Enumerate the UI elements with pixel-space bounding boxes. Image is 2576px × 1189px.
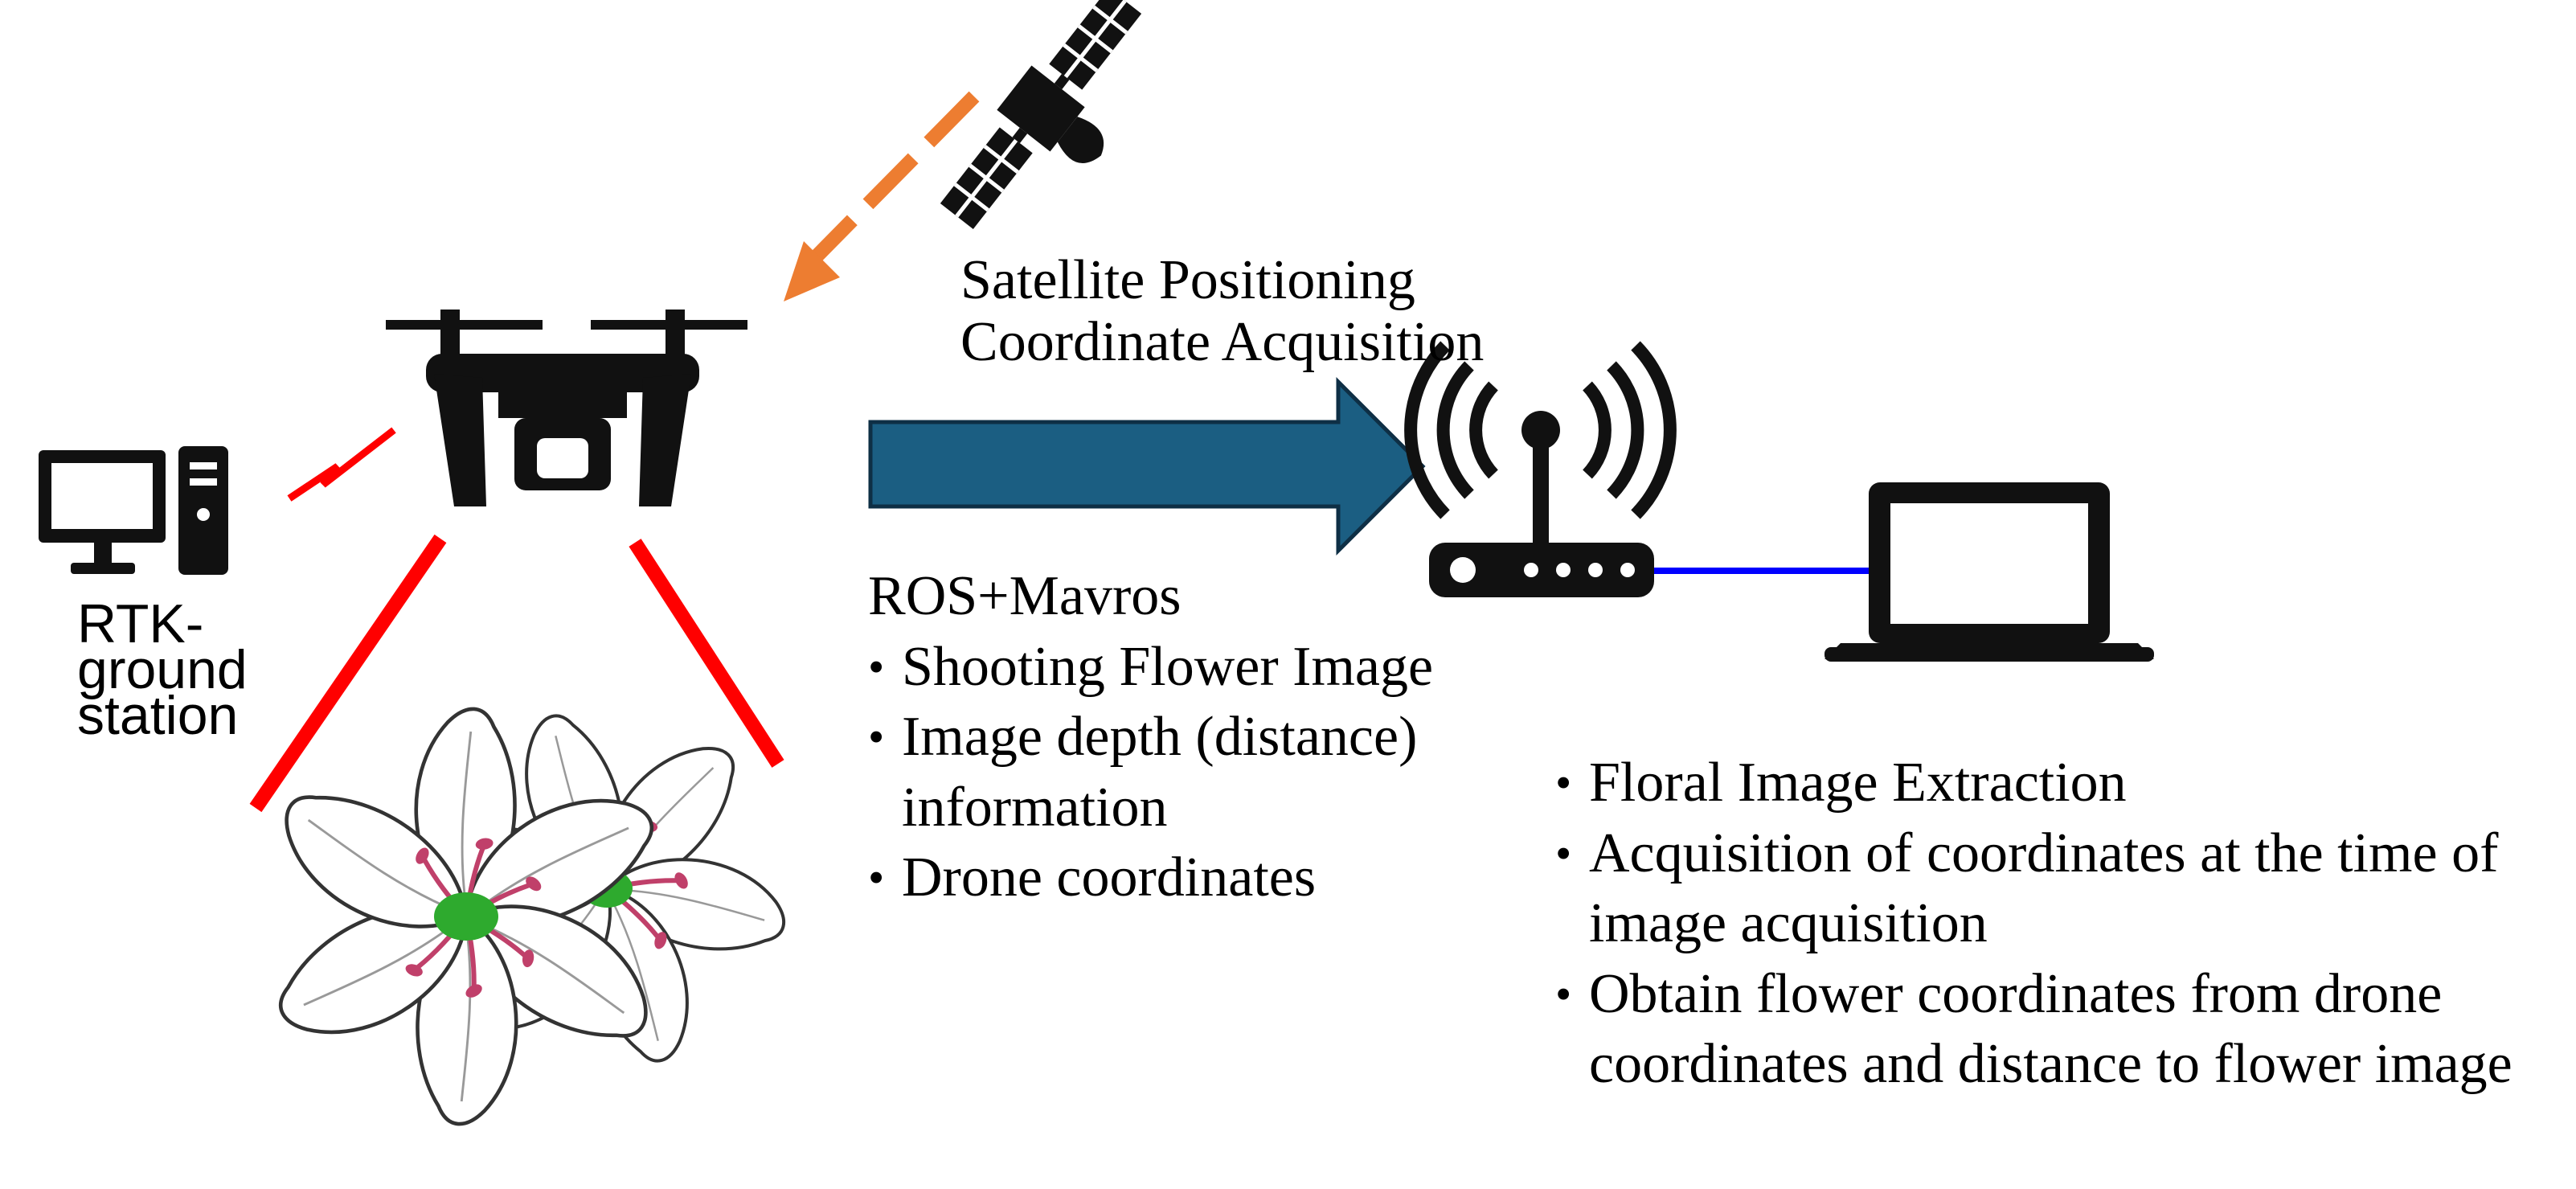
ros-mavros-title: ROS+Mavros [868, 565, 1182, 627]
ros-mavros-list: Shooting Flower Image Image depth (dista… [868, 632, 1519, 913]
laptop-item-flower-coordinates: Obtain flower coordinates from drone coo… [1555, 959, 2552, 1100]
flower-icon [261, 703, 794, 1124]
rtk-link-icon [287, 427, 396, 502]
satellite-label-line-2: Coordinate Acquisition [960, 311, 1485, 373]
ground-station-label-line-3: station [77, 685, 239, 747]
ros-item-depth: Image depth (distance) information [868, 702, 1480, 843]
laptop-item-extraction: Floral Image Extraction [1555, 748, 2552, 818]
wifi-router-icon [1404, 341, 1677, 597]
ros-mavros-panel: ROS+Mavros Shooting Flower Image Image d… [868, 561, 1519, 913]
camera-view-left-line [249, 534, 447, 813]
laptop-processing-list: Floral Image Extraction Acquisition of c… [1555, 748, 2552, 1100]
ros-item-coordinates: Drone coordinates [868, 843, 1519, 913]
desktop-computer-icon [39, 446, 228, 575]
satellite-label-line-1: Satellite Positioning [960, 249, 1415, 311]
laptop-processing-panel: Floral Image Extraction Acquisition of c… [1555, 748, 2552, 1100]
ground-station-label-line-1: RTK- [77, 593, 204, 654]
satellite-link-arrow [784, 91, 980, 301]
satellite-label: Satellite Positioning Coordinate Acquisi… [960, 249, 1484, 373]
ground-station-label-line-2: ground [77, 639, 248, 701]
laptop-icon [1824, 482, 2154, 662]
camera-view-right-line [629, 539, 784, 768]
ground-station-label: RTK- ground station [77, 593, 248, 747]
drone-icon [386, 310, 747, 506]
laptop-item-acquisition: Acquisition of coordinates at the time o… [1555, 818, 2552, 959]
satellite-icon [940, 0, 1142, 229]
data-flow-arrow [868, 376, 1426, 556]
ros-item-shooting: Shooting Flower Image [868, 632, 1519, 703]
